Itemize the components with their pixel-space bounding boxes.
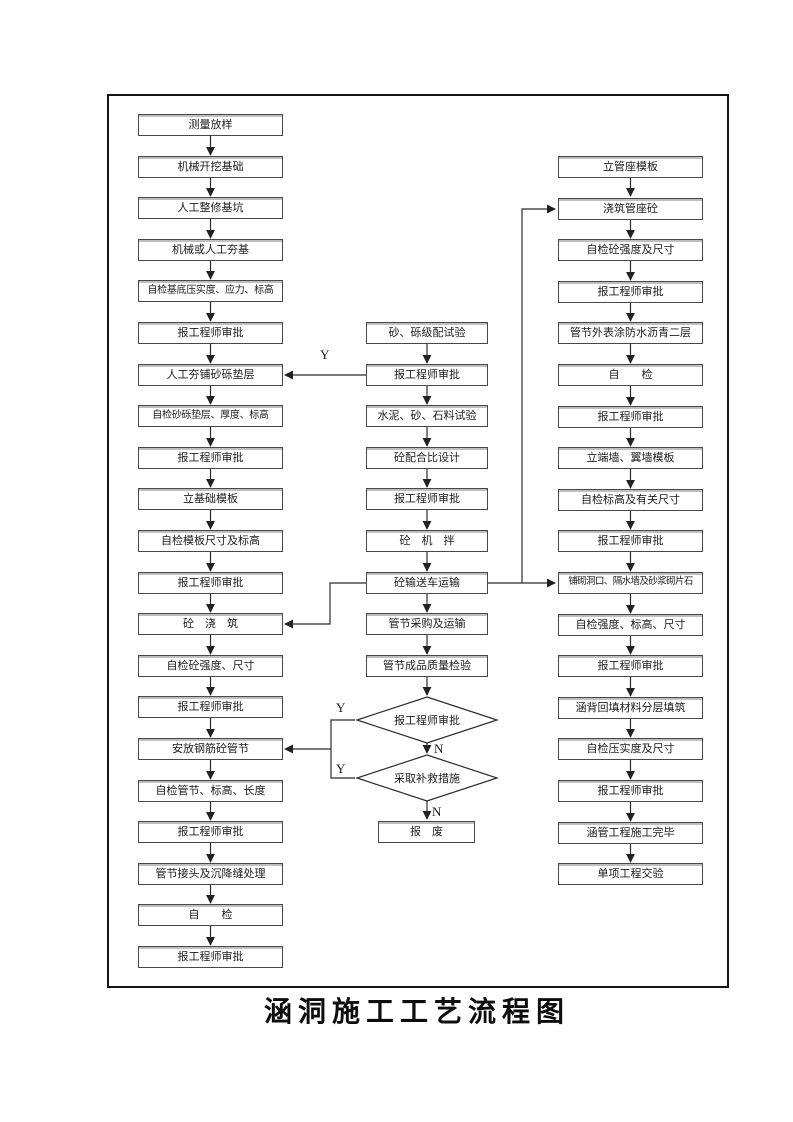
branch-label-no-2: N: [432, 804, 442, 819]
branch-label-no-1: N: [434, 741, 444, 756]
flow-box-engineer-approval-5: 报工程师审批: [138, 821, 283, 843]
flow-box-selfcheck-cushion: 自检砂砾垫层、厚度、标高: [138, 405, 283, 427]
flow-box-gradation-test: 砂、砾级配试验: [366, 322, 488, 344]
flow-box-selfcheck-formwork: 自检模板尺寸及标高: [138, 530, 283, 552]
flow-box-engineer-approval-4: 报工程师审批: [138, 696, 283, 718]
flow-box-selfcheck-compaction: 自检压实度及尺寸: [558, 738, 703, 760]
flow-box-truck-transport: 砼输送车运输: [366, 572, 488, 594]
flow-box-engineer-approval-r2: 报工程师审批: [558, 406, 703, 428]
flow-box-manual-pit-trimming: 人工整修基坑: [138, 197, 283, 219]
flow-box-mechanical-excavation: 机械开挖基础: [138, 156, 283, 178]
flow-box-selfcheck-elevation: 自检标高及有关尺寸: [558, 489, 703, 511]
flow-box-asphalt-coating: 管节外表涂防水沥青二层: [558, 322, 703, 344]
flow-box-selfcheck-pipe: 自检管节、标高、长度: [138, 780, 283, 802]
branch-label-yes-2: Y: [336, 700, 346, 715]
flow-box-engineer-approval-m2: 报工程师审批: [366, 488, 488, 510]
diagram-border: [107, 94, 729, 988]
flow-box-joint-treatment: 管节接头及沉降缝处理: [138, 863, 283, 885]
flow-box-engineer-approval-m1: 报工程师审批: [366, 364, 488, 386]
flow-box-foundation-formwork: 立基础模板: [138, 488, 283, 510]
diagram-title: 涵洞施工工艺流程图: [263, 997, 570, 1028]
flow-box-mix-design: 砼配合比设计: [366, 447, 488, 469]
flow-box-engineer-approval-1: 报工程师审批: [138, 322, 283, 344]
flow-box-pour-pipe-seat: 浇筑管座砼: [558, 198, 703, 220]
flow-box-construction-complete: 涵管工程施工完毕: [558, 822, 703, 844]
flow-box-engineer-approval-6: 报工程师审批: [138, 946, 283, 968]
flow-box-scrap: 报 废: [378, 821, 475, 843]
flow-box-engineer-approval-3: 报工程师审批: [138, 572, 283, 594]
flow-box-pipe-quality-inspection: 管节成品质量检验: [366, 655, 488, 677]
flow-box-selfcheck-strength-elevation: 自检强度、标高、尺寸: [558, 614, 703, 636]
decision-diamond-engineer-approval: [355, 696, 499, 744]
cross-connectors: [284, 204, 556, 779]
decision-diamond-remedial-measures: [355, 754, 499, 802]
flow-box-place-pipe-sections: 安放钢筋砼管节: [138, 738, 283, 760]
flow-box-selfcheck-r1: 自 检: [558, 364, 703, 386]
flow-box-material-test: 水泥、砂、石料试验: [366, 405, 488, 427]
flow-box-selfcheck-final: 自 检: [138, 904, 283, 926]
flow-box-gravel-cushion: 人工夯铺砂砾垫层: [138, 364, 283, 386]
flow-box-selfcheck-base: 自检基底压实度、应力、标高: [138, 280, 283, 302]
flow-box-masonry-paving: 铺砌洞口、隔水墙及砂浆砌片石: [558, 572, 703, 594]
decision-label-engineer-approval: 报工程师审批: [394, 715, 460, 727]
flow-box-pipe-procurement: 管节采购及运输: [366, 613, 488, 635]
flow-box-engineer-approval-r1: 报工程师审批: [558, 281, 703, 303]
flow-box-selfcheck-strength-size: 自检砼强度及尺寸: [558, 239, 703, 261]
flow-box-backfill-layers: 涵背回填材料分层填筑: [558, 697, 703, 719]
branch-label-yes-1: Y: [320, 347, 330, 362]
flow-box-engineer-approval-r4: 报工程师审批: [558, 655, 703, 677]
flow-box-tamping: 机械或人工夯基: [138, 239, 283, 261]
branch-label-yes-3: Y: [336, 761, 346, 776]
flow-box-engineer-approval-r5: 报工程师审批: [558, 780, 703, 802]
flow-box-survey-layout: 测量放样: [138, 114, 283, 136]
flow-box-selfcheck-concrete: 自检砼强度、尺寸: [138, 655, 283, 677]
flow-box-engineer-approval-2: 报工程师审批: [138, 447, 283, 469]
decision-shapes: [355, 696, 499, 802]
flow-box-project-handover: 单项工程交验: [558, 863, 703, 885]
decision-label-remedial-measures: 采取补救措施: [394, 773, 460, 785]
flow-box-engineer-approval-r3: 报工程师审批: [558, 530, 703, 552]
flow-box-concrete-pouring: 砼 浇 筑: [138, 613, 283, 635]
flow-box-machine-mixing: 砼 机 拌: [366, 530, 488, 552]
flow-box-wall-formwork: 立端墙、翼墙模板: [558, 447, 703, 469]
flow-box-pipe-seat-formwork: 立管座模板: [558, 156, 703, 178]
